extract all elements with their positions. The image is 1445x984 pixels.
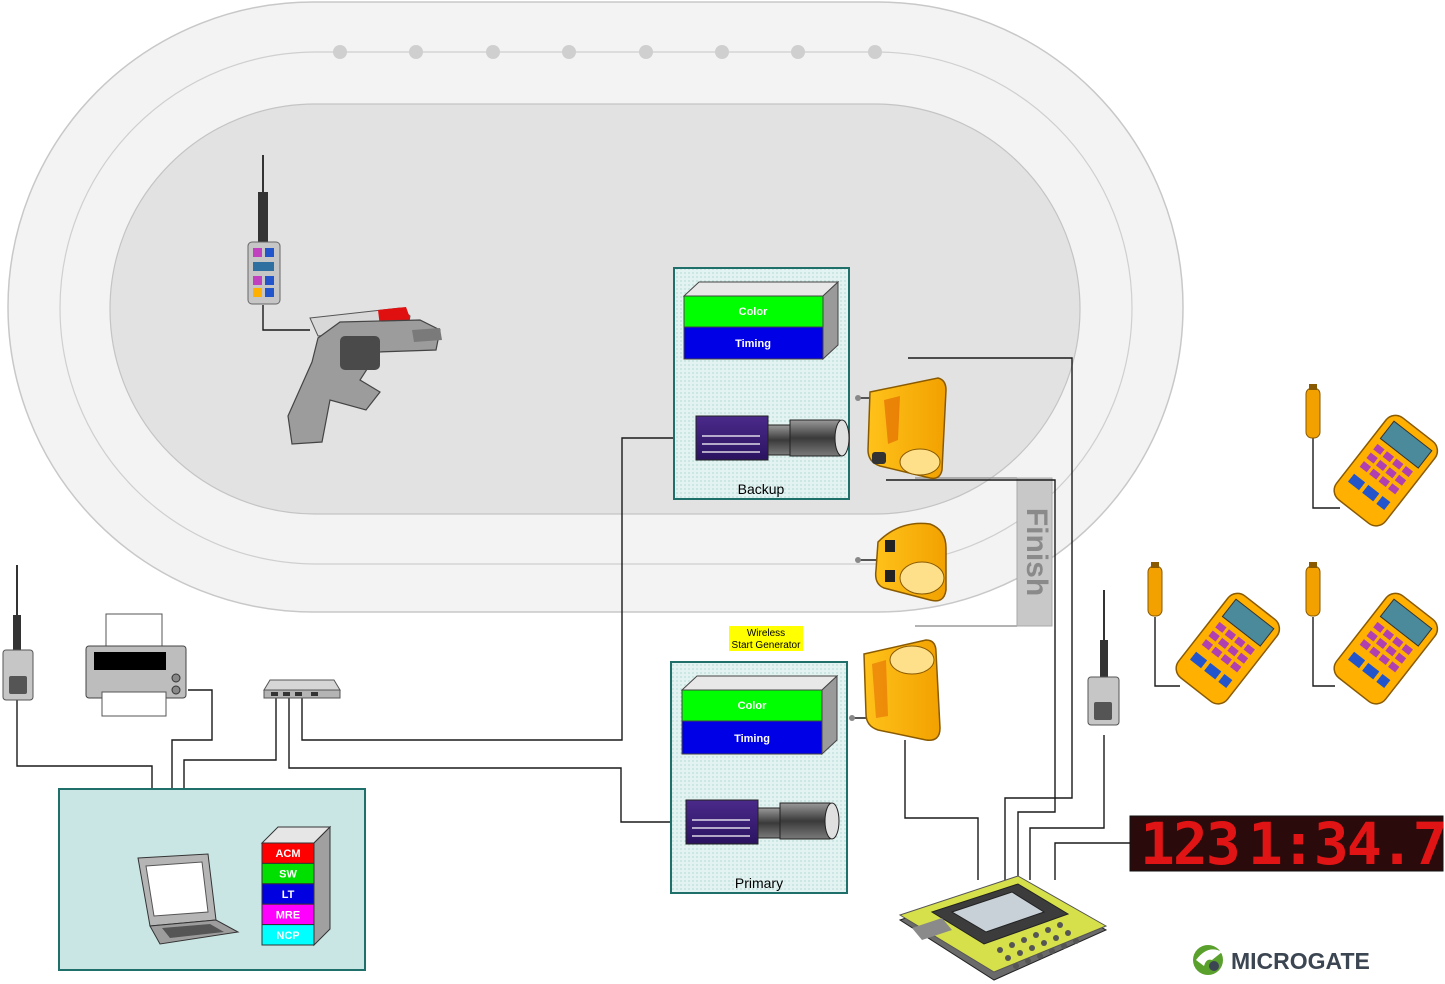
software-label-sw: SW bbox=[279, 869, 297, 881]
handheld-keypad-top bbox=[1305, 384, 1439, 527]
wireless-receiver-left bbox=[2, 565, 34, 701]
primary-camera bbox=[685, 799, 840, 845]
printer bbox=[85, 613, 187, 717]
software-label-acm: ACM bbox=[275, 848, 300, 860]
photocell-primary bbox=[849, 639, 941, 741]
scoreboard-bib: 123 bbox=[1140, 810, 1239, 878]
primary-color-label: Color bbox=[738, 700, 767, 712]
network-switch bbox=[263, 679, 341, 699]
lane-markers bbox=[333, 45, 882, 59]
timer-console bbox=[898, 875, 1108, 981]
finish-line: Finish bbox=[915, 477, 1053, 627]
software-label-lt: LT bbox=[282, 889, 295, 901]
handheld-keypad-right bbox=[1305, 562, 1439, 705]
computer-station: ACM SW LT MRE NCP bbox=[58, 788, 366, 971]
primary-caption: Primary bbox=[735, 875, 783, 891]
scoreboard: 123 1:34.78 bbox=[1129, 810, 1445, 878]
start-generator-line1: Wireless bbox=[747, 628, 785, 639]
finish-label: Finish bbox=[1020, 508, 1053, 596]
wireless-receiver-right bbox=[1087, 590, 1120, 726]
software-block-ncp bbox=[261, 924, 315, 946]
backup-caption: Backup bbox=[738, 481, 785, 497]
race-track bbox=[7, 1, 1184, 613]
software-label-mre: MRE bbox=[276, 909, 300, 921]
microgate-logo: MICROGATE bbox=[1193, 945, 1370, 975]
photocell-backup bbox=[855, 377, 947, 480]
photocell-finish bbox=[855, 522, 947, 602]
backup-color-label: Color bbox=[739, 306, 768, 318]
handheld-keypad-left bbox=[1147, 562, 1281, 705]
brand-name: MICROGATE bbox=[1231, 948, 1370, 974]
backup-unit: Color Timing Backup bbox=[673, 267, 850, 500]
backup-camera bbox=[695, 415, 850, 461]
backup-timing-label: Timing bbox=[735, 338, 771, 350]
laptop bbox=[137, 853, 240, 945]
software-label-ncp: NCP bbox=[276, 930, 299, 942]
start-generator-label: Wireless Start Generator bbox=[729, 626, 803, 651]
primary-unit: Color Timing Primary bbox=[670, 661, 848, 894]
primary-timing-label: Timing bbox=[734, 733, 770, 745]
scoreboard-time: 1:34.78 bbox=[1248, 810, 1445, 878]
start-pistol bbox=[247, 155, 442, 445]
start-generator-line2: Start Generator bbox=[732, 640, 802, 651]
software-stack: ACM SW LT MRE NCP bbox=[260, 825, 332, 947]
